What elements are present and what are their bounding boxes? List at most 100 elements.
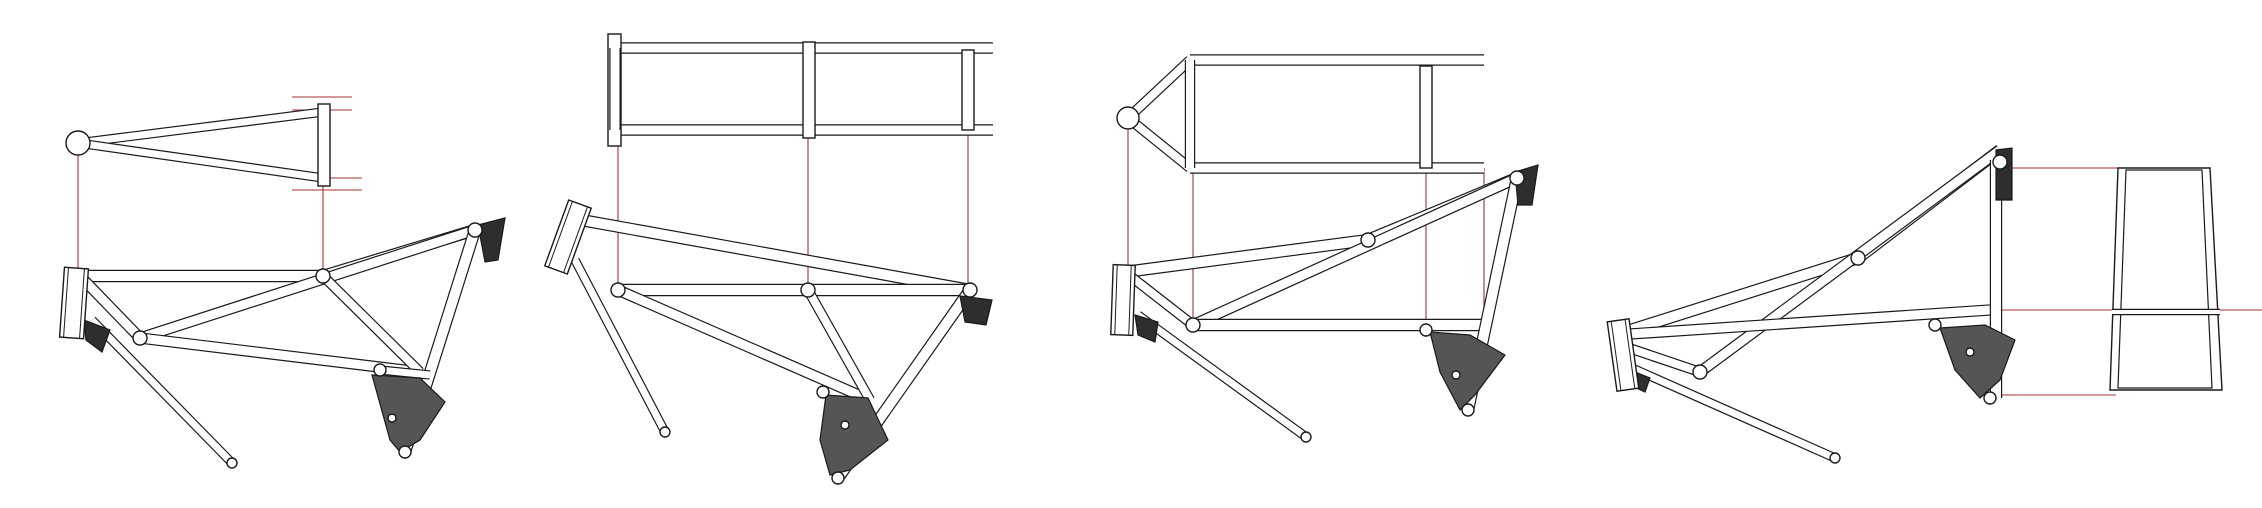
frame-tube-body [616,285,872,405]
view-2-rear-bracket [819,394,889,476]
view-2-joint [962,282,978,298]
view-1-bolt [387,413,397,423]
view-3-head-joint-top [1116,106,1140,130]
view-4-rear-bracket [1939,324,2016,399]
view-1-joint [132,330,148,346]
view-3-head-brace [1121,267,1197,330]
head-tube-body [543,199,593,275]
view-2-upper-rail [568,211,972,297]
frame-tube-body [571,258,669,434]
view-1-joint [398,445,412,459]
frame-tube-body [77,108,324,147]
view-4-end-outline [2109,167,2223,391]
view-4-front-leg [1630,363,1837,463]
view-1-rear-bracket [371,374,446,453]
view-3-top-front-lower [1124,113,1194,173]
view-2-bolt [840,420,850,430]
view-1-front-leg [88,316,236,467]
view-2-joint [831,471,845,485]
view-2-joint [659,426,671,438]
frame-tube-body [804,288,874,402]
view-1-top-crossbar [317,103,331,187]
view-3-rear-bracket [1429,331,1506,412]
view-2-top-crossbar [961,49,975,131]
view-4-joint [1850,250,1866,266]
view-2-head-block [543,199,593,275]
frame-tube-body [1135,312,1309,440]
view-4-joint [1992,154,2008,170]
view-4-group [1606,145,2223,464]
view-3-joint [1461,403,1475,417]
view-2-joint [800,282,816,298]
view-2-center-brace [803,287,875,403]
view-1-joint [467,222,483,238]
view-2-top-crossbar [802,41,816,139]
view-2-joint [610,282,626,298]
view-2-diagonal [615,284,873,406]
view-1-head-block [58,266,90,340]
view-1-head-brace [75,272,145,342]
head-tube-edge [563,206,588,273]
frame-tube-body [139,333,421,377]
frame-tube-body [569,213,971,295]
frame-tube-body [1613,253,1860,340]
view-3-joint [1185,317,1201,333]
view-3-joint [1509,170,1525,186]
view-4-joint [1829,452,1841,464]
frame-tube-body [1630,364,1837,462]
view-1-top-bracket [477,217,506,263]
view-1-diagonal [138,224,477,344]
view-4-joint [1928,318,1942,332]
frame-tube-body [1614,305,1991,340]
view-1-center-brace [319,272,424,376]
frame-tube-body [320,273,423,375]
head-tube-body [1110,263,1136,337]
head-tube-edge [63,267,69,338]
view-1-joint [315,268,331,284]
view-3-front-leg [1135,311,1309,441]
head-tube-edge [1114,264,1118,335]
view-3-top-front-upper [1124,56,1194,122]
view-4-joint [1692,364,1708,380]
frame-tube-body [1125,57,1193,121]
frame-tube-body [1124,235,1369,277]
view-1-joint [373,363,387,377]
view-1-down-rail [139,332,421,378]
views-layer [58,33,2223,485]
view-3-front-bracket [1134,314,1159,343]
head-tube-body [1606,318,1640,392]
view-4-upper-rail [1613,252,1860,341]
view-4-joint [1983,391,1997,405]
frame-tube-body [77,139,324,182]
view-1-joint [226,457,238,469]
view-2-group [543,33,993,485]
head-tube-edge [79,268,85,339]
view-3-joint [1419,323,1433,337]
view-4-end-inner [2117,169,2213,389]
view-3-group [1110,54,1539,443]
view-4-bolt [1965,347,1975,357]
view-1-head-joint-top [65,130,91,156]
frame-tube-body [76,272,144,342]
view-1-lower-link [379,365,431,380]
frame-tube-body [379,366,431,379]
view-3-diagonal [1190,172,1520,331]
view-3-bolt [1451,370,1461,380]
view-2-joint [816,385,830,399]
frame-tube-body [1697,146,2003,376]
view-3-upper-rail [1124,233,1369,279]
view-2-top-bracket [959,295,993,326]
view-1-group [58,103,506,469]
view-4-lower-rail [1614,304,1991,341]
head-tube-edge [1610,321,1622,391]
head-tube-edge [1624,319,1636,389]
head-tube-edge [1128,265,1132,336]
view-1-front-bracket [83,319,111,353]
frame-tube-body [1122,268,1196,329]
view-1-top-tube-upper [77,107,324,148]
frame-tube-body [138,225,477,343]
frame-tube-body [89,317,235,466]
view-4-diagonal [1696,145,2004,377]
view-1-top-tube-lower [77,138,324,183]
